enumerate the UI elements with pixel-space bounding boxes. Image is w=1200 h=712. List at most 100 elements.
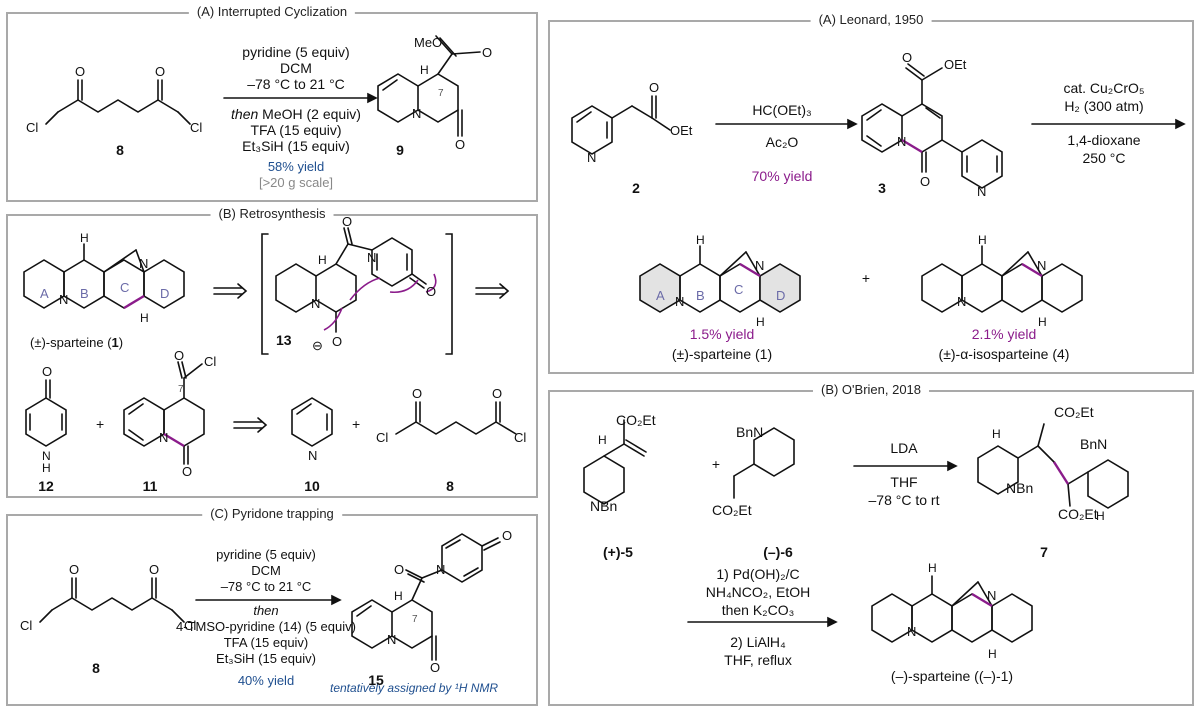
- svg-text:Cl: Cl: [204, 354, 216, 369]
- compound-name: (–)-sparteine ((–)-1): [890, 668, 1014, 684]
- svg-text:H: H: [988, 647, 997, 661]
- condition-line: 1) Pd(OH)₂/C: [716, 566, 800, 582]
- yield-label: 1.5% yield: [689, 326, 755, 342]
- condition-line: then: [253, 603, 279, 618]
- svg-text:H: H: [140, 311, 149, 325]
- svg-text:Cl: Cl: [26, 120, 38, 135]
- svg-text:O: O: [482, 45, 492, 60]
- ester-label: MeO: [414, 35, 443, 50]
- amine-label: NBn: [1006, 480, 1034, 496]
- condition-line: –78 °C to 21 °C: [247, 76, 345, 92]
- svg-text:O: O: [649, 80, 659, 95]
- svg-text:N: N: [587, 150, 596, 165]
- condition-line: Et₃SiH (15 equiv): [216, 651, 316, 666]
- compound-number: 10: [304, 478, 320, 494]
- then-reagent: MeOH (2 equiv): [262, 106, 361, 122]
- condition-line: pyridine (5 equiv): [242, 44, 350, 60]
- svg-text:N: N: [977, 184, 986, 199]
- condition-line: DCM: [280, 60, 312, 76]
- ester-label: CO₂Et: [1058, 506, 1098, 522]
- svg-text:O: O: [902, 50, 912, 65]
- yield-label: 2.1% yield: [971, 326, 1037, 342]
- svg-text:O: O: [430, 660, 440, 675]
- svg-text:O: O: [332, 334, 342, 349]
- svg-text:O: O: [42, 364, 52, 379]
- panel-title: (A) Interrupted Cyclization: [188, 4, 356, 19]
- svg-text:O: O: [174, 348, 184, 363]
- ring-label: D: [160, 286, 169, 301]
- svg-text:H: H: [978, 233, 987, 247]
- condition-line: 4-TMSO-pyridine (14) (5 equiv): [176, 619, 356, 634]
- svg-text:Cl: Cl: [376, 430, 388, 445]
- svg-text:H: H: [1096, 509, 1105, 523]
- compound-number: 11: [142, 478, 158, 494]
- condition-line: THF, reflux: [724, 652, 792, 668]
- svg-text:O: O: [492, 386, 502, 401]
- ester-label: CO₂Et: [712, 502, 752, 518]
- structure-diagram: N O N O O N N N H H A B C D N N H H: [571, 50, 1186, 329]
- compound-number: 8: [446, 478, 454, 494]
- ring-label: D: [776, 288, 785, 303]
- condition-line: TFA (15 equiv): [223, 635, 309, 650]
- svg-text:N: N: [1037, 258, 1046, 273]
- reagent-label: THF: [890, 474, 918, 490]
- ring-label: C: [734, 282, 743, 297]
- stereo-label: 7: [412, 614, 418, 625]
- svg-text:H: H: [696, 233, 705, 247]
- stereo-label: 7: [178, 384, 184, 395]
- svg-text:N: N: [412, 106, 421, 121]
- svg-text:H: H: [42, 461, 51, 475]
- panel-title: (B) Retrosynthesis: [210, 206, 334, 221]
- svg-text:H: H: [80, 231, 89, 245]
- svg-text:N: N: [59, 292, 68, 307]
- condition-line: DCM: [251, 563, 281, 578]
- ring-label: A: [656, 288, 665, 303]
- amine-label: BnN: [1080, 436, 1108, 452]
- nmr-note: tentatively assigned by ¹H NMR: [330, 681, 499, 695]
- svg-text:Cl: Cl: [20, 618, 32, 633]
- svg-text:H: H: [992, 427, 1001, 441]
- condition-line: Et₃SiH (15 equiv): [242, 138, 350, 154]
- svg-text:N: N: [367, 250, 376, 265]
- compound-number: 7: [1040, 544, 1048, 560]
- name-text: (±)-sparteine (: [30, 335, 112, 350]
- panel-title: (B) O'Brien, 2018: [812, 382, 930, 397]
- svg-text:O: O: [426, 284, 436, 299]
- svg-text:O: O: [342, 214, 352, 229]
- svg-text:O: O: [149, 562, 159, 577]
- condition-line: H₂ (300 atm): [1064, 98, 1144, 114]
- svg-text:H: H: [928, 561, 937, 575]
- condition-line: 2) LiAlH₄: [730, 634, 786, 650]
- svg-text:⊖: ⊖: [312, 338, 323, 353]
- ester-label: CO₂Et: [1054, 404, 1094, 420]
- svg-text:H: H: [598, 433, 607, 447]
- plus-sign: +: [711, 456, 721, 472]
- compound-number: 2: [632, 180, 640, 196]
- compound-number: (–)-6: [763, 544, 793, 560]
- compound-number: 8: [92, 660, 100, 676]
- svg-text:H: H: [318, 253, 327, 267]
- svg-text:Cl: Cl: [190, 120, 202, 135]
- svg-text:O: O: [455, 137, 465, 152]
- ring-label: B: [80, 286, 89, 301]
- condition-line: 250 °C: [1082, 150, 1126, 166]
- yield-label: 40% yield: [237, 673, 295, 688]
- condition-line: then MeOH (2 equiv): [231, 106, 361, 122]
- svg-text:N: N: [957, 294, 966, 309]
- condition-line: cat. Cu₂CrO₅: [1063, 80, 1145, 96]
- structure-diagram: Cl Cl O O N O O H 7: [26, 35, 492, 152]
- yield-label: 58% yield: [267, 159, 325, 174]
- svg-text:N: N: [311, 296, 320, 311]
- svg-text:O: O: [75, 64, 85, 79]
- svg-text:N: N: [436, 562, 445, 577]
- compound-number: 8: [116, 142, 124, 158]
- compound-number: 13: [276, 332, 292, 348]
- condition-line: TFA (15 equiv): [250, 122, 342, 138]
- scale-label: [>20 g scale]: [258, 175, 334, 190]
- svg-text:N: N: [159, 430, 168, 445]
- svg-text:O: O: [155, 64, 165, 79]
- svg-text:N: N: [42, 449, 51, 463]
- svg-text:Cl: Cl: [184, 618, 196, 633]
- yield-label: 70% yield: [751, 168, 813, 184]
